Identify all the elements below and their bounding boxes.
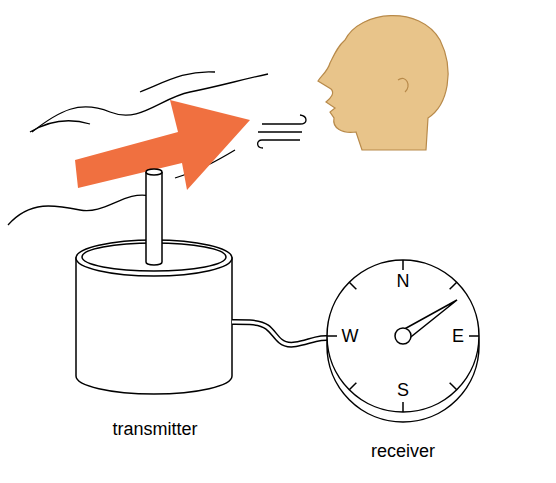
- breath-line: [258, 131, 302, 132]
- wind-line: [30, 121, 90, 132]
- wind-line: [140, 72, 215, 92]
- dial-tick: [402, 260, 404, 270]
- part-label: transmitter: [112, 420, 197, 440]
- compass-letter: N: [397, 272, 410, 292]
- dial-face: [327, 260, 479, 412]
- compass-letter: S: [397, 381, 409, 401]
- wire: [232, 322, 328, 345]
- cylinder-side: [76, 258, 232, 394]
- dial-tick: [349, 383, 356, 390]
- dial-tick: [469, 335, 479, 337]
- shaft-top: [146, 169, 162, 175]
- breath-line: [262, 123, 300, 124]
- wire-inner: [232, 322, 328, 345]
- head-profile: [318, 16, 448, 150]
- part-label: receiver: [371, 442, 435, 462]
- dial-tick: [327, 335, 337, 337]
- wire-group: [232, 322, 328, 345]
- transmitter-node: transmitter: [75, 240, 235, 395]
- dial-tick: [349, 282, 356, 289]
- shaft: [146, 172, 162, 265]
- breath-curl: [300, 115, 306, 124]
- ear: [398, 78, 408, 92]
- needle-hub: [395, 328, 411, 344]
- wind-line: [8, 195, 150, 225]
- dial-tick: [402, 402, 404, 412]
- compass-letter: W: [342, 327, 359, 347]
- dial-tick: [450, 383, 457, 390]
- transmitter-body: [76, 169, 232, 394]
- compass-letter: E: [452, 327, 464, 347]
- wind-lines: [8, 72, 268, 225]
- receiver-dial: NWESreceiver: [327, 260, 479, 412]
- breath-marks: [258, 115, 306, 148]
- breath-curl: [258, 140, 300, 148]
- dial-tick: [450, 282, 457, 289]
